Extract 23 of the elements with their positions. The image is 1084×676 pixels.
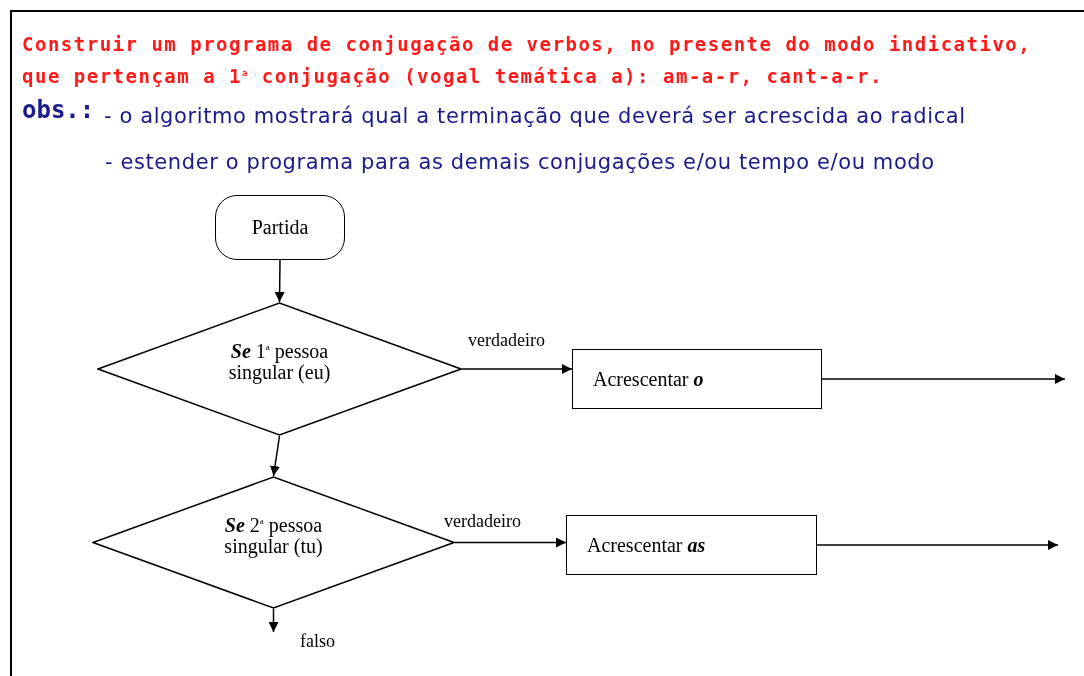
edge-label: verdadeiro <box>468 331 545 349</box>
arrow <box>816 540 1059 550</box>
node-text: Se 2$^{a}$ pessoa singular (tu) <box>223 514 324 557</box>
edge-label: verdadeiro <box>444 512 521 530</box>
note-text: - o algoritmo mostrará qual a terminação que deverá ser acrescida ao radical <box>104 104 966 128</box>
arrow <box>268 608 279 633</box>
arrow <box>454 537 567 548</box>
note-text: - estender o programa para as demais conjugações e/ou tempo e/ou modo <box>105 150 935 174</box>
arrow <box>821 374 1066 384</box>
node-text: Acrescentar o <box>593 368 704 390</box>
edge-label: falso <box>300 632 335 650</box>
process-box <box>566 515 817 575</box>
heading-text: Construir um programa de conjugação de verbos, no presente do modo indicativo, que pertençam a 1$^{a}$ conjugação (vogal temática a): am-a-r, cant-a-r. <box>22 32 1033 90</box>
start-terminator <box>215 195 345 260</box>
process-box <box>572 349 822 409</box>
note-label: obs.: <box>22 96 95 124</box>
node-text: Partida <box>251 217 309 238</box>
node-text: Acrescentar as <box>587 534 706 556</box>
node-text: Se 1$^{a}$ pessoa singular (eu) <box>227 341 332 383</box>
arrow <box>274 259 285 303</box>
arrow <box>270 435 281 477</box>
arrow <box>461 364 573 374</box>
decision-diamond <box>97 302 462 436</box>
